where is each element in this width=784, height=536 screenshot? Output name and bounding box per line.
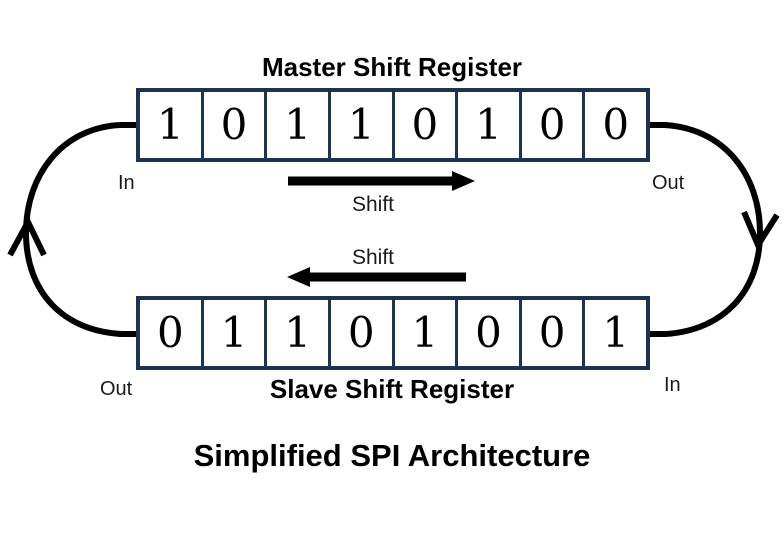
master-bit-cell: 1 — [458, 92, 522, 158]
slave-bit-cell: 0 — [140, 300, 204, 366]
master-bit-cell: 1 — [267, 92, 331, 158]
slave-shift-arrow — [287, 267, 466, 287]
master-bit-cell: 0 — [203, 92, 268, 158]
slave-shift-label: Shift — [352, 246, 395, 269]
slave-bit-cell: 1 — [203, 300, 268, 366]
master-shift-arrow — [288, 171, 475, 191]
slave-out-label: Out — [100, 378, 133, 400]
slave-bit-cell: 1 — [267, 300, 331, 366]
slave-bit-cell: 1 — [394, 300, 459, 366]
slave-bit-cell: 0 — [521, 300, 586, 366]
master-bit-cell: 1 — [140, 92, 204, 158]
slave-bit-cell: 0 — [458, 300, 522, 366]
slave-in-label: In — [664, 374, 681, 396]
slave-shift-register: 0 1 1 0 1 0 0 1 — [136, 296, 650, 370]
master-register-title: Master Shift Register — [261, 52, 523, 82]
master-in-label: In — [118, 172, 135, 194]
slave-register-title: Slave Shift Register — [269, 374, 515, 404]
diagram-caption: Simplified SPI Architecture — [193, 438, 591, 473]
master-bit-cell: 1 — [330, 92, 395, 158]
master-bit-cell: 0 — [521, 92, 586, 158]
master-bit-cell: 0 — [394, 92, 459, 158]
slave-bit-cell: 1 — [585, 300, 646, 366]
slave-bit-cell: 0 — [330, 300, 395, 366]
wire-master-out-to-slave-in — [650, 122, 780, 337]
wire-slave-out-to-master-in — [7, 122, 136, 337]
master-out-label: Out — [652, 172, 685, 194]
master-shift-label: Shift — [352, 193, 395, 216]
master-bit-cell: 0 — [585, 92, 646, 158]
master-shift-register: 1 0 1 1 0 1 0 0 — [136, 88, 650, 162]
